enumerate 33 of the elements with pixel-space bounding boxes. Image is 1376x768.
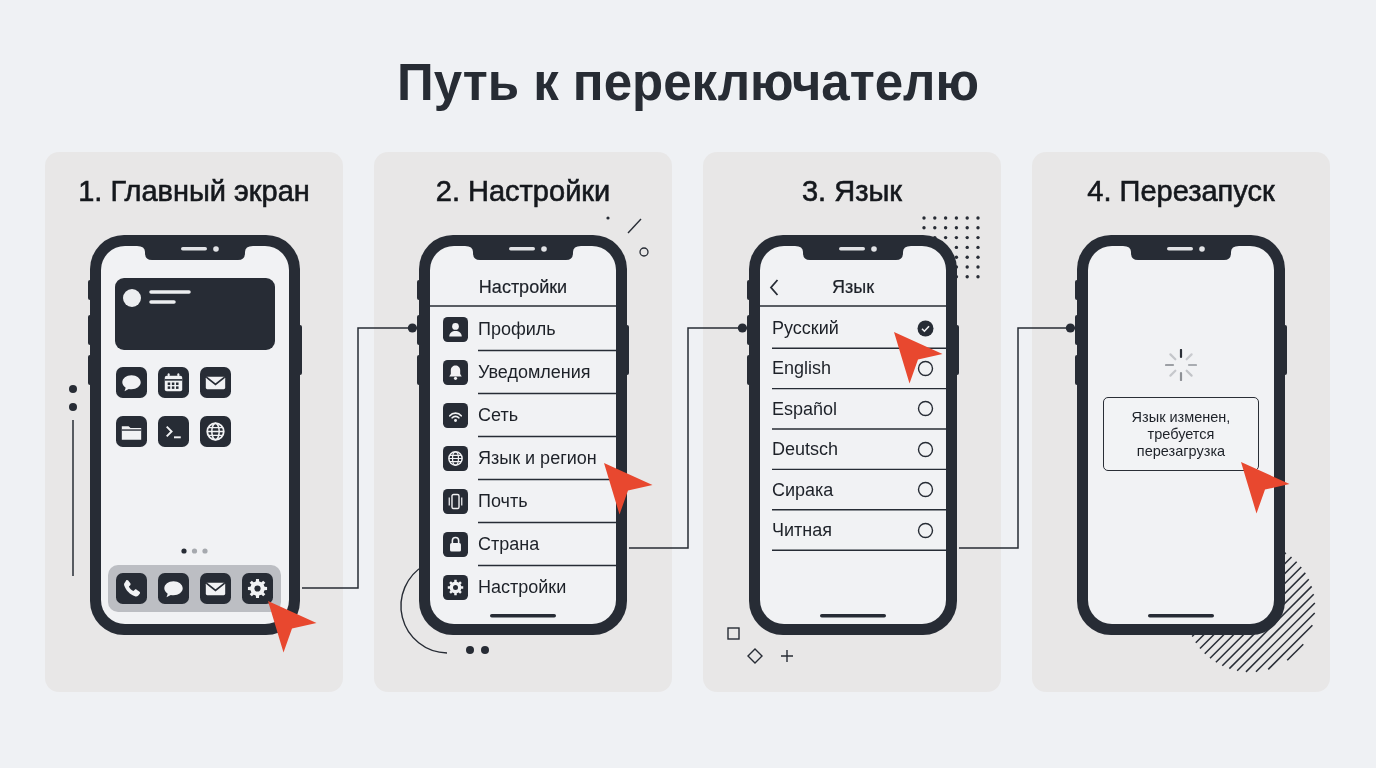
menu-item-label: Сеть <box>478 404 519 426</box>
screen-title: Настройки <box>478 276 568 298</box>
phone-mockup <box>1075 235 1287 635</box>
phone-mockup <box>417 235 629 635</box>
step-panel <box>703 152 1001 692</box>
connector-line <box>628 323 748 549</box>
language-option-label: Русский <box>772 317 839 339</box>
menu-item-label: Уведомления <box>478 361 591 383</box>
step-heading: 2. Настройки <box>435 174 611 208</box>
diagram-title: Путь к переключателю <box>397 54 979 112</box>
language-option-label: Español <box>772 398 838 420</box>
menu-item-label: Профиль <box>478 318 556 340</box>
menu-item-label: Язык и регион <box>478 447 597 469</box>
language-option-label: English <box>772 357 832 379</box>
step-heading: 4. Перезапуск <box>1087 174 1275 208</box>
language-option-label: Сирака <box>772 479 834 501</box>
screen-title: Язык <box>831 276 875 298</box>
step-panel <box>45 152 343 692</box>
step-panel <box>374 152 672 692</box>
phone-mockup <box>88 235 302 635</box>
language-option-label: Deutsch <box>772 438 839 460</box>
menu-item-label: Почть <box>478 490 528 512</box>
menu-item-label: Страна <box>478 533 540 555</box>
connector-line <box>301 323 418 589</box>
menu-item-label: Настройки <box>478 576 567 598</box>
language-option-label: Читная <box>772 519 832 541</box>
step-heading: 3. Язык <box>802 174 902 208</box>
connector-line <box>958 323 1076 549</box>
phone-mockup <box>747 235 959 635</box>
step-panel <box>1032 152 1330 692</box>
message-dialog <box>1103 397 1259 471</box>
dialog-message: Язык изменен, требуется перезагрузка <box>1130 408 1232 460</box>
step-heading: 1. Главный экран <box>78 174 310 208</box>
